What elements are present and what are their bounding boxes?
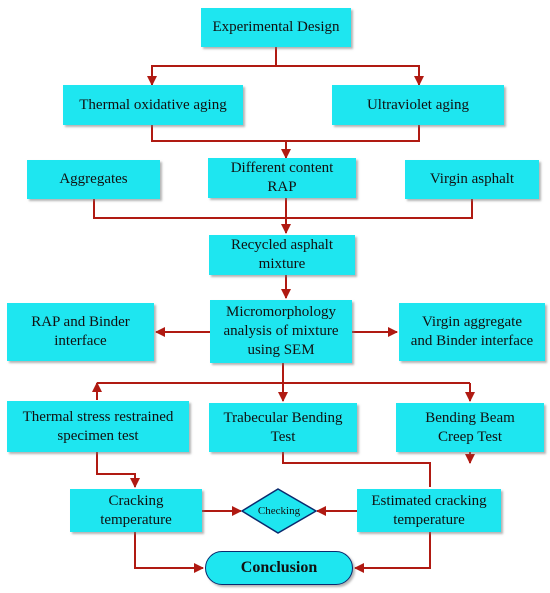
node-conclusion: Conclusion xyxy=(205,551,353,585)
node-experimental-design: Experimental Design xyxy=(201,8,351,47)
node-rap-binder-interface: RAP and Binder interface xyxy=(7,303,154,361)
arrow-tests-to-estimated-temp xyxy=(282,452,470,487)
node-aggregates: Aggregates xyxy=(27,160,160,199)
arrow-design-to-uv-aging xyxy=(276,65,424,86)
node-virgin-aggregate-binder-interface: Virgin aggregate and Binder interface xyxy=(399,303,545,361)
node-bending-beam-creep-test: Bending Beam Creep Test xyxy=(396,403,544,452)
node-cracking-temperature: Cracking temperature xyxy=(70,489,202,532)
node-estimated-cracking-temperature: Estimated cracking temperature xyxy=(357,489,501,532)
arrow-thermal-to-cracking-temp xyxy=(96,452,140,488)
node-thermal-stress-test: Thermal stress restrained specimen test xyxy=(7,401,189,452)
checking-label: Checking xyxy=(257,505,301,517)
node-recycled-asphalt-mixture: Recycled asphalt mixture xyxy=(209,235,355,275)
node-ultraviolet-aging: Ultraviolet aging xyxy=(332,85,504,125)
arrow-cracking-to-conclusion xyxy=(134,532,204,573)
arrow-inputs-to-recycled-mixture xyxy=(93,198,473,233)
arrow-estimated-to-conclusion xyxy=(354,532,431,573)
arrow-aging-to-rap xyxy=(151,125,420,158)
node-thermal-oxidative-aging: Thermal oxidative aging xyxy=(63,85,243,125)
node-micromorphology-analysis: Micromorphology analysis of mixture usin… xyxy=(210,300,352,363)
node-virgin-asphalt: Virgin asphalt xyxy=(405,160,539,199)
node-trabecular-bending-test: Trabecular Bending Test xyxy=(209,403,357,452)
arrow-design-to-thermal-aging xyxy=(147,47,277,86)
node-different-content-rap: Different content RAP xyxy=(208,158,356,198)
checking-diamond xyxy=(240,488,318,534)
